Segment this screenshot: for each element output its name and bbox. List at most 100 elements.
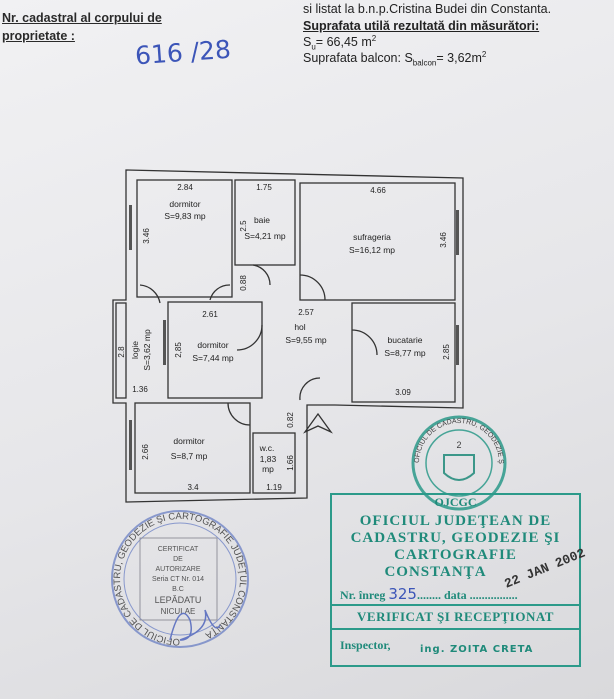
dimension-label: 1.75 <box>256 183 272 192</box>
wall-sufragerie <box>299 182 456 301</box>
balcony-area: Suprafata balcon: Sbalcon= 3,62m2 <box>303 50 486 68</box>
certificate-line: B.C <box>172 586 184 593</box>
dimension-label: 3.4 <box>187 483 199 492</box>
door-arc <box>351 329 378 356</box>
office-line: CADASTRU, GEODEZIE ŞI <box>350 530 561 546</box>
certificate-line: CERTIFICAT <box>158 546 199 553</box>
dimension-label: 2.66 <box>141 444 150 460</box>
balcony-sub: balcon <box>412 58 437 68</box>
verified-label: VERIFICAT ŞI RECEPŢIONAT <box>357 609 554 624</box>
listed-text: si listat la b.n.p.Cristina Budei din Co… <box>303 2 552 16</box>
su-value: = 66,45 m <box>315 35 372 50</box>
wall-dormitor-2 <box>167 301 263 399</box>
door-arc <box>139 284 161 304</box>
dimension-label: 3.46 <box>142 228 151 244</box>
dimension-label: 2.84 <box>177 183 193 192</box>
room-area: S=16,12 mp <box>349 245 395 255</box>
reg-label: Nr. înreg <box>340 588 386 602</box>
cadastral-label-2: proprietate : <box>2 29 75 43</box>
entrance-arrow-icon <box>303 412 333 434</box>
useful-area-value: Su= 66,45 m2 <box>303 34 376 52</box>
door-arc <box>227 402 251 426</box>
room-name: logie <box>130 341 140 359</box>
certificate-line: DE <box>173 556 183 563</box>
date-label: data <box>443 588 467 602</box>
su-label: S <box>303 35 312 50</box>
room-name: sufrageria <box>353 232 391 242</box>
signature <box>169 609 221 641</box>
window <box>456 210 459 255</box>
room-name: hol <box>294 322 305 332</box>
registration-line: Nr. înreg 325........ data .............… <box>340 585 518 603</box>
reg-number: 325 <box>388 585 417 603</box>
office-line: CONSTANŢA <box>384 564 487 580</box>
dimension-label: 3.46 <box>439 232 448 248</box>
wall-wc <box>252 432 296 494</box>
wall-dormitor-1 <box>136 179 233 298</box>
room-area: S=8,77 mp <box>384 348 426 358</box>
door-arc <box>209 284 231 301</box>
dimension-label: 2,85 <box>174 342 183 358</box>
office-line: OFICIUL JUDEŢEAN DE <box>359 513 552 529</box>
useful-area-label: Suprafata utilă rezultată din măsurători… <box>303 19 540 33</box>
window <box>456 325 459 365</box>
room-area: S=9,83 mp <box>164 211 206 221</box>
window <box>129 420 132 470</box>
dimension-label: 0.88 <box>239 275 248 291</box>
date-dots: ................ <box>469 588 518 602</box>
dimension-label: 2.5 <box>239 220 248 232</box>
room-name: dormitor <box>197 340 228 350</box>
su-sup: 2 <box>371 34 377 43</box>
room-name: dormitor <box>173 436 204 446</box>
stamp-center: 2 <box>456 440 461 450</box>
room-area: S=3,62 mp <box>142 329 152 371</box>
dimension-label: 4.66 <box>370 186 386 195</box>
dimension-label: 0.82 <box>286 412 295 428</box>
dimension-label: 1.36 <box>132 385 148 394</box>
room-name: dormitor <box>169 199 200 209</box>
door-arc <box>299 377 321 401</box>
dimension-label: 2.85 <box>442 344 451 360</box>
dimension-label: 1.19 <box>266 483 282 492</box>
room-area: S=4,21 mp <box>244 231 286 241</box>
stamp-top: OJCGC <box>434 495 477 509</box>
room-area: S=9,55 mp <box>285 335 327 345</box>
window <box>163 320 166 365</box>
verification-stamp: OJCGC OFICIUL JUDEŢEAN DE CADASTRU, GEOD… <box>330 493 588 667</box>
round-stamp-left: OFICIUL DE CADASTRU, GEODEZIE ŞI CARTOGR… <box>111 510 249 648</box>
wall-dormitor-3 <box>134 402 251 494</box>
window <box>129 205 132 250</box>
balcony-value: = 3,62m <box>436 51 482 66</box>
inspector-name: ing. ZOITA CRETA <box>420 644 534 655</box>
su-sub: u <box>311 42 316 52</box>
room-unit: mp <box>262 464 274 474</box>
coat-of-arms-icon <box>443 454 475 481</box>
cadastral-label: Nr. cadastral al corpului de <box>2 11 162 25</box>
certificate-line: LEPĂDATU <box>155 595 202 605</box>
office-line: CARTOGRAFIE <box>394 547 517 563</box>
room-name: bucatarie <box>388 335 423 345</box>
balcony-label: Suprafata balcon: S <box>303 51 413 66</box>
dimension-label: 2.57 <box>298 308 314 317</box>
door-arc <box>252 264 271 286</box>
room-area: 1,83 <box>260 454 277 464</box>
dimension-label: 3.09 <box>395 388 411 397</box>
inspector-label: Inspector, <box>340 638 391 652</box>
wall-bucatarie <box>351 302 456 403</box>
dimension-label: 2.61 <box>202 310 218 319</box>
room-name: w.c. <box>259 443 275 453</box>
wall-logie <box>115 302 127 399</box>
room-area: S=7,44 mp <box>192 353 234 363</box>
outer-wall <box>112 169 464 503</box>
room-name: baie <box>254 215 270 225</box>
certificate-line: AUTORIZARE <box>156 566 201 573</box>
dimension-label: 2.8 <box>117 346 126 358</box>
door-arc <box>236 324 263 351</box>
balcony-sup: 2 <box>481 50 487 59</box>
door-arc <box>299 274 326 301</box>
reg-dots: ........ <box>416 588 441 602</box>
certificate-line: Seria CT Nr. 014 <box>152 576 204 583</box>
dimension-label: 1.66 <box>286 455 295 471</box>
wall-baie <box>234 179 296 266</box>
